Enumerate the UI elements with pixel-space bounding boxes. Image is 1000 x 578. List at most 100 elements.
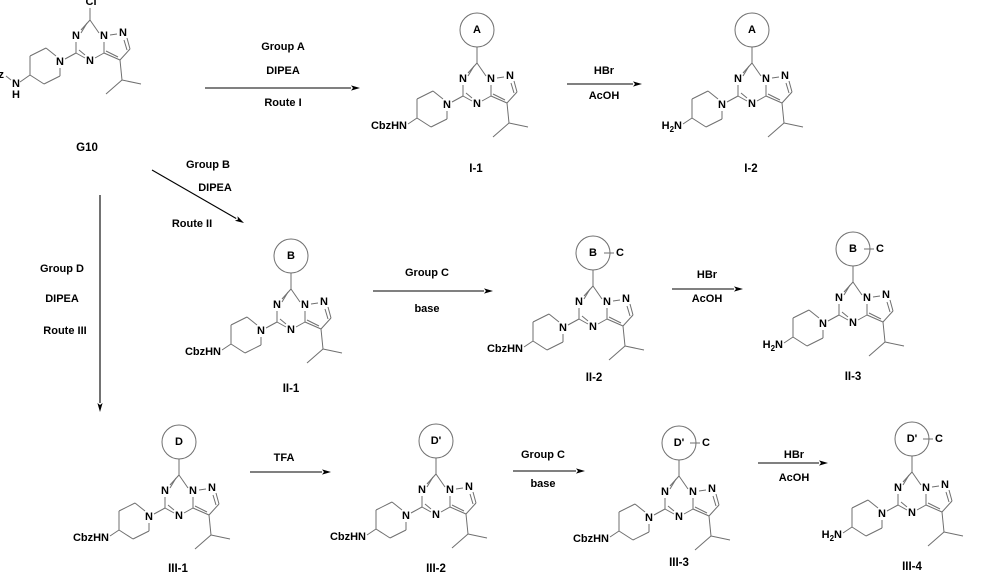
double-bond	[469, 493, 474, 505]
compound-id: III-4	[902, 561, 922, 573]
compound-id: III-3	[669, 557, 689, 569]
bond	[532, 340, 548, 351]
bond	[320, 317, 332, 330]
bond	[208, 503, 220, 516]
atom-n: N	[506, 70, 514, 82]
reagent-label: Group C	[521, 449, 565, 461]
double-bond	[843, 284, 851, 296]
double-bond	[886, 301, 891, 313]
atom-n: N	[443, 99, 451, 111]
bond	[710, 535, 731, 541]
reagent-label: base	[530, 478, 556, 490]
arrow-head	[484, 288, 493, 294]
bond	[597, 318, 608, 325]
bond	[320, 328, 324, 350]
bond	[691, 90, 709, 100]
amine-label: CbzHN	[330, 531, 366, 543]
arrow-route-3-step-3	[513, 468, 585, 474]
bond	[407, 117, 418, 125]
atom-n: N	[819, 318, 827, 330]
bond	[410, 506, 423, 514]
bond	[496, 76, 505, 79]
compound-id: II-1	[283, 383, 300, 395]
bond	[882, 321, 886, 343]
double-bond	[927, 502, 941, 510]
atom-n: N	[922, 482, 930, 494]
atom-n: N	[708, 483, 716, 495]
reagent-label: DIPEA	[45, 293, 79, 305]
bond	[29, 47, 47, 57]
bond	[455, 487, 464, 490]
ring-substituent-label: C	[876, 243, 884, 255]
double-bond	[451, 504, 465, 512]
bond	[612, 299, 621, 302]
atom-n: N	[781, 70, 789, 82]
atom-n: N	[734, 73, 742, 85]
bond	[118, 529, 134, 540]
double-bond	[608, 316, 622, 324]
arrow-head	[576, 468, 585, 474]
bond	[389, 529, 407, 539]
bond	[230, 316, 248, 326]
bond	[109, 33, 118, 36]
atom-n: N	[894, 482, 902, 494]
bond	[230, 343, 246, 354]
bond	[842, 526, 853, 534]
bond	[75, 52, 86, 59]
bond	[751, 62, 762, 77]
bond	[857, 314, 868, 321]
bond	[421, 506, 432, 513]
arrow-route-2-step-2	[373, 288, 493, 294]
double-bond	[626, 305, 631, 317]
bond	[622, 314, 634, 327]
double-bond	[868, 312, 882, 320]
bond	[183, 507, 194, 514]
atom-n: N	[835, 292, 843, 304]
bond	[132, 530, 150, 540]
reagent-label: Group A	[261, 41, 305, 53]
double-bond	[426, 476, 434, 488]
bond	[45, 47, 57, 57]
cbz-label: Cbz	[0, 69, 4, 81]
bond	[827, 314, 840, 322]
bond	[683, 508, 694, 515]
ring-group-label: D'	[907, 433, 918, 445]
reagent-label: AcOH	[588, 90, 620, 102]
reagent-label: HBr	[783, 449, 805, 461]
atom-n: N	[575, 296, 583, 308]
bond	[592, 285, 603, 300]
bond	[622, 325, 626, 347]
bond	[513, 80, 518, 93]
ring-group-circle	[161, 424, 197, 460]
atom-n: N	[748, 98, 756, 110]
double-bond	[465, 92, 473, 99]
atom-n: N	[689, 486, 697, 498]
bond	[765, 95, 783, 104]
bond	[664, 508, 675, 515]
bond	[792, 309, 810, 319]
amine-label: H2N	[763, 339, 783, 353]
bond	[375, 501, 393, 511]
bond	[606, 318, 624, 327]
arrow-route-3-step-2	[250, 469, 331, 475]
bond	[375, 528, 391, 539]
bond	[467, 533, 488, 539]
atom-n: N	[863, 292, 871, 304]
ring-group-circle	[734, 12, 770, 48]
atom-n: N	[473, 98, 481, 110]
double-bond	[169, 477, 177, 489]
bond	[925, 504, 943, 513]
chloro-label: Cl	[86, 0, 97, 8]
bond	[851, 526, 867, 537]
bond	[134, 502, 146, 512]
bond	[430, 118, 448, 128]
arrow-route-1-step-2	[567, 81, 642, 87]
double-bond	[669, 478, 677, 490]
bond	[43, 75, 61, 85]
atom-n: N	[661, 486, 669, 498]
atom-n: N	[402, 510, 410, 522]
double-bond	[694, 506, 708, 514]
bond	[708, 515, 712, 537]
